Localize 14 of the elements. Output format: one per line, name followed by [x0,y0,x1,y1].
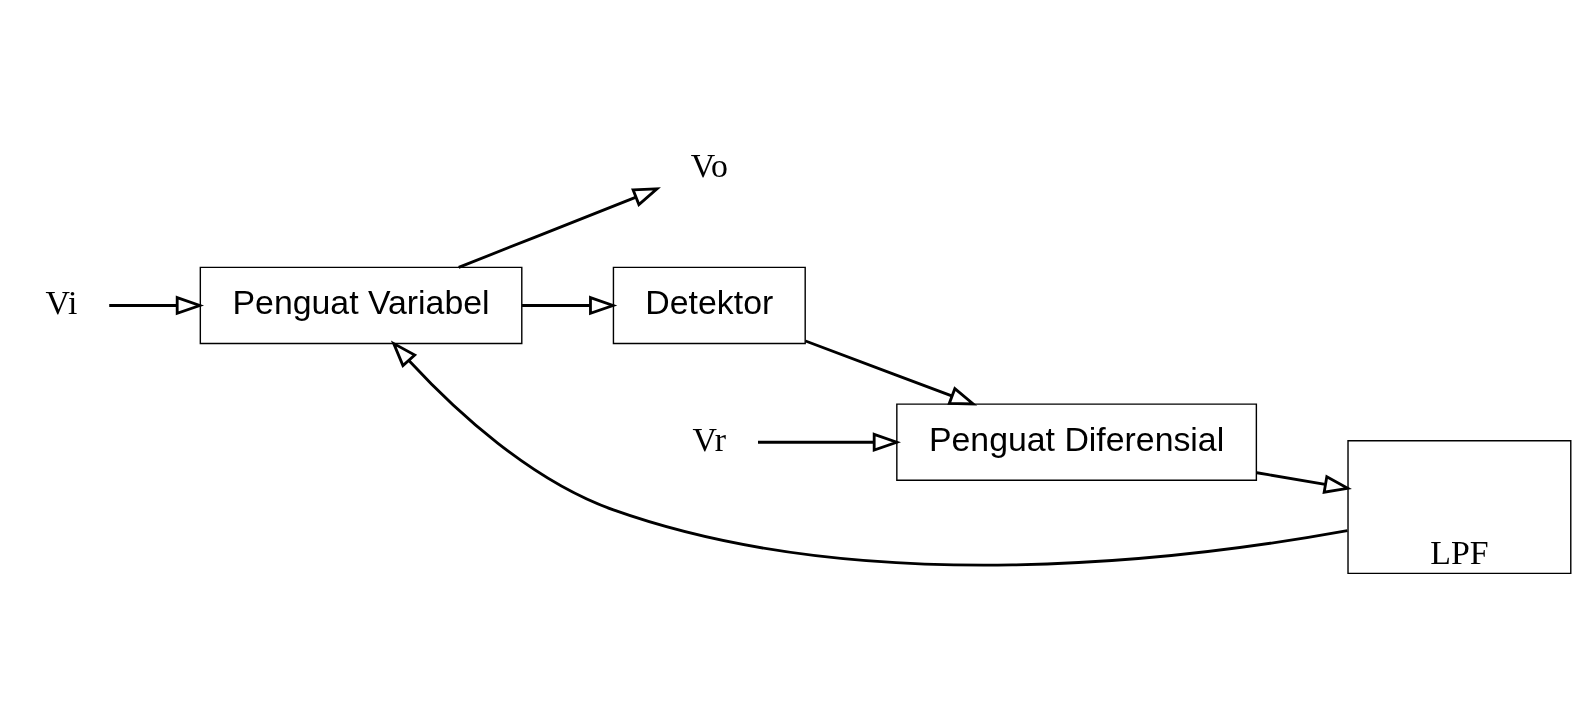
node-text: Vr [692,420,727,458]
node-text: Vi [45,283,78,321]
node-box: Detektor [612,266,806,344]
arrow [1256,470,1352,494]
arrow [109,295,204,315]
node-text: Vo [690,146,728,184]
arrow [522,295,618,315]
arrow [758,431,901,452]
arrow [458,186,661,269]
arrow [805,339,978,405]
arrow [390,339,1348,566]
node-box: LPF [1347,439,1572,574]
node-box: Penguat Variabel [199,266,523,344]
node-box: Penguat Diferensial [896,402,1258,481]
